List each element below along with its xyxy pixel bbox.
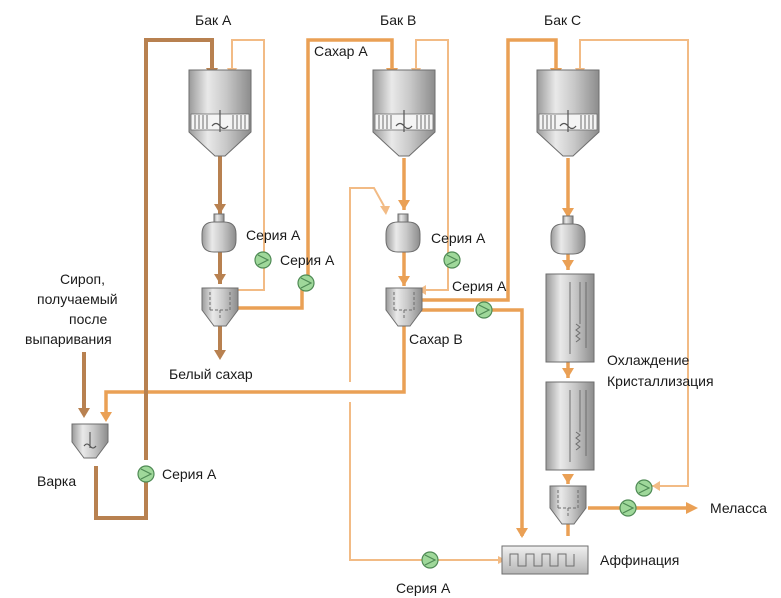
label-molasses: Меласса <box>710 500 767 516</box>
pump-a2 <box>297 274 315 292</box>
label-series-a-5: Серия А <box>162 466 217 482</box>
pump-molasses <box>619 499 637 517</box>
crystallizer-upper <box>545 273 595 363</box>
label-white-sugar: Белый сахар <box>169 366 253 382</box>
pump-return-c <box>635 479 653 497</box>
label-tank-c: Бак С <box>544 12 581 28</box>
label-tank-b: Бак В <box>380 12 416 28</box>
label-series-a-1: Серия А <box>246 227 301 243</box>
label-series-a-6: Серия А <box>396 580 451 596</box>
label-tank-a: Бак А <box>195 12 232 28</box>
receiver-a <box>201 213 237 253</box>
centrifuge-c <box>549 485 587 525</box>
tank-c <box>536 69 600 157</box>
pump-boiling <box>137 465 155 483</box>
label-boiling: Варка <box>37 473 76 489</box>
label-sugar-b: Сахар В <box>409 331 463 347</box>
label-series-a-3: Серия А <box>431 230 486 246</box>
label-cooling: Охлаждение <box>607 352 690 368</box>
pump-a1 <box>254 251 272 269</box>
centrifuge-b <box>385 287 423 327</box>
vacuum-pan <box>71 423 109 459</box>
label-syrup-2: получаемый <box>37 291 118 307</box>
label-affination: Аффинация <box>600 552 679 568</box>
receiver-c <box>550 215 586 255</box>
pump-b1 <box>443 251 461 269</box>
labels: Бак А Бак В Бак С Сахар А Серия А Серия … <box>25 12 767 596</box>
label-syrup-4: выпаривания <box>25 331 112 347</box>
label-syrup-3: после <box>69 311 108 327</box>
label-crystallization: Кристаллизация <box>607 373 714 389</box>
tank-a <box>188 69 252 157</box>
tank-b <box>372 69 436 157</box>
centrifuge-a <box>201 287 239 327</box>
label-syrup-1: Сироп, <box>60 271 105 287</box>
light-return-pipes <box>231 39 689 561</box>
main-pipes <box>104 38 690 536</box>
label-series-a-4: Серия А <box>452 278 507 294</box>
crystallizer-lower <box>545 381 595 471</box>
label-sugar-a: Сахар А <box>314 43 368 59</box>
label-series-a-2: Серия А <box>280 252 335 268</box>
receiver-b <box>385 213 421 253</box>
pump-affination <box>421 551 439 569</box>
pump-b2 <box>475 301 493 319</box>
affination-unit <box>501 545 589 575</box>
